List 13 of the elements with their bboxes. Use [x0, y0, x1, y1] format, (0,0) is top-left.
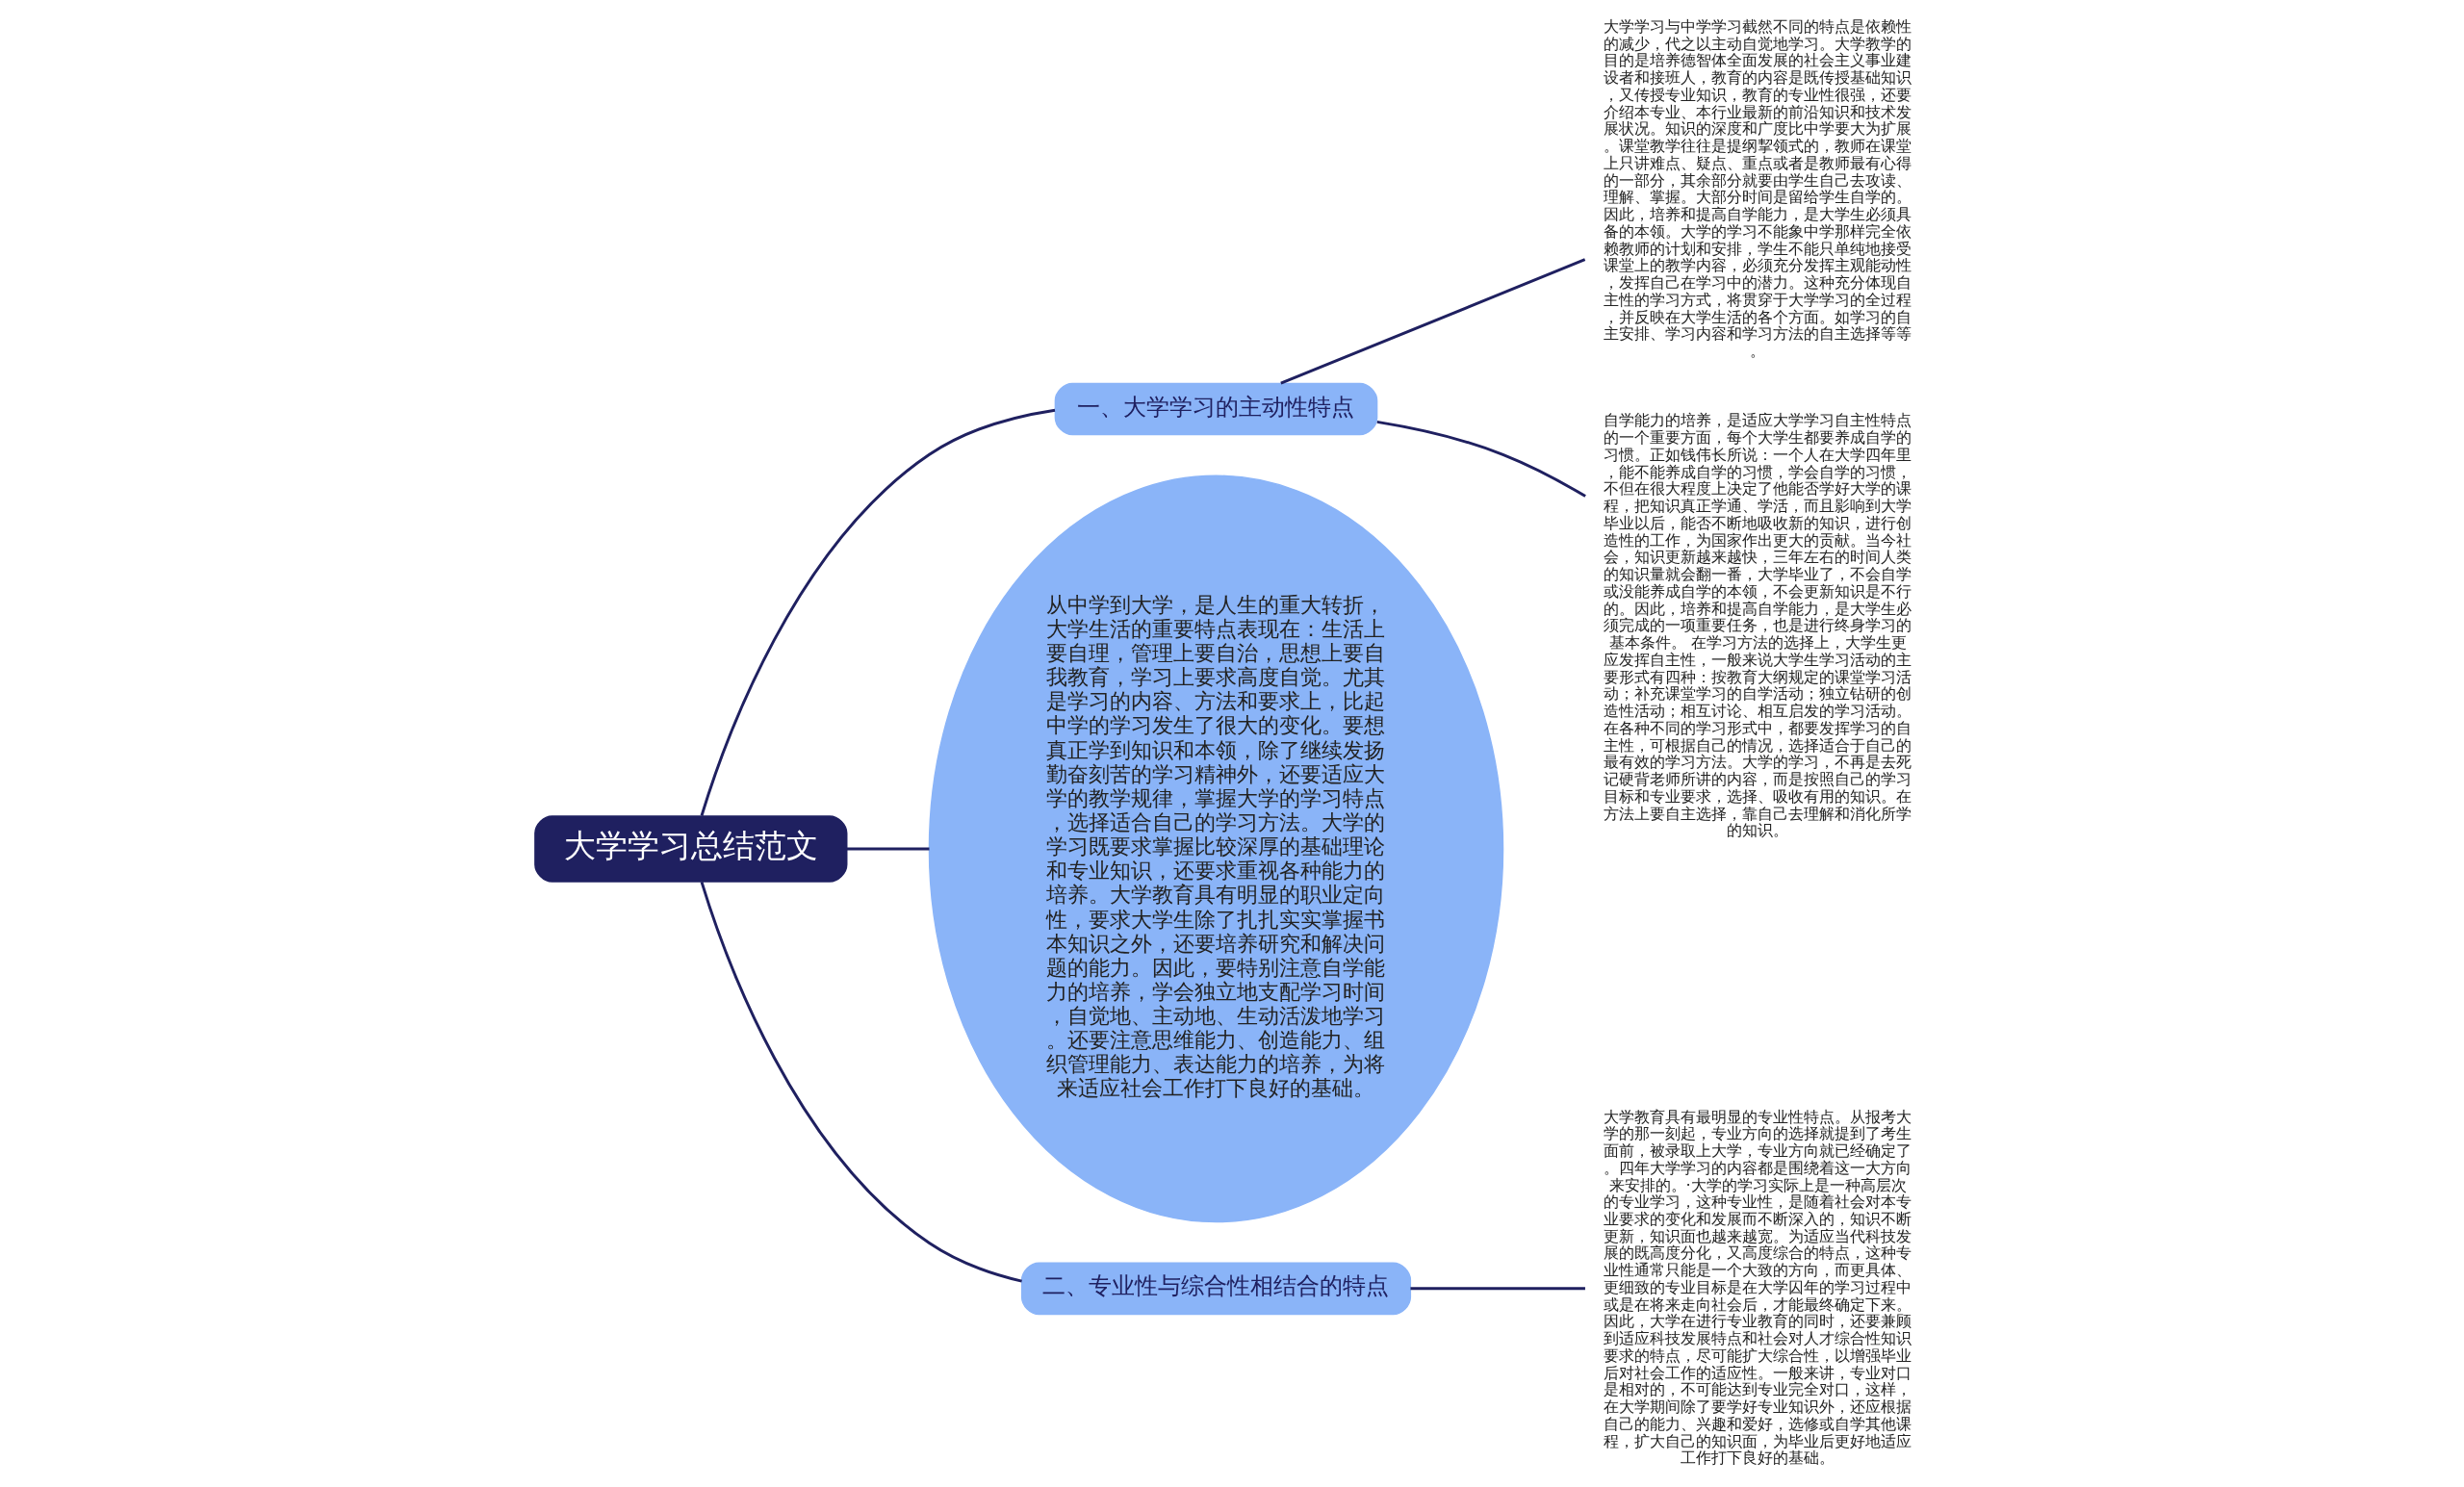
connector — [1409, 1287, 1585, 1291]
node-box: 一、大学学习的主动性特点 — [1054, 382, 1377, 436]
connector — [700, 408, 1055, 816]
node-text: 大学学习与中学学习截然不同的特点是依赖性的减少，代之以主动自觉地学习。大学教学的目的是培养德智体全面发展的社会主义事业建设者和接班人，教育的内容是既传授基础知识，又传授专业知识，教育的专业性很强，还要介绍本专业、本行业最新的前沿知识和技术发展状况。知识的深度和广度比中学要大为扩展。课堂教学往往是提纲挈领式的，教师在课堂上只讲难点、疑点、重点或者是教师最有心得的一部分，其余部分就要由学生自己去攻读、理解、掌握。大部分时间是留给学生自学的。因此，培养和提高自学能力，是大学生必须具备的本领。大学的学习不能象中学那样完全依赖教师的计划和安排，学生不能只单纯地接受课堂上的教学内容，必须充分发挥主观能动性，发挥自己在学习中的潜力。这种充分体现自主性的学习方式，将贯穿于大学学习的全过程，并反映在大学生活的各个方面。如学习的自主安排、学习内容和学习方法的自主选择等等。 — [1603, 16, 1912, 361]
node-box: 大学学习总结范文 — [533, 815, 847, 883]
connector — [1376, 420, 1586, 498]
node-ellipse: 从中学到大学，是人生的重大转折，大学生活的重要特点表现在：生活上要自理，管理上要自治，思想上要自我教育，学习上要求高度自觉。尤其是学习的内容、方法和要求上，比起中学的学习发生了很大的变化。要想真正学到知识和本领，除了继续发扬勤奋刻苦的学习精神外，还要适应大学的教学规律，掌握大学的学习特点，选择适合自己的学习方法。大学的学习既要求掌握比较深厚的基础理论和专业知识，还要求重视各种能力的培养。大学教育具有明显的职业定向性，要求大学生除了扎扎实实掌握书本知识之外，还要培养研究和解决问题的能力。因此，要特别注意自学能力的培养，学会独立地支配学习时间，自觉地、主动地、生动活泼地学习。还要注意思维能力、创造能力、组织管理能力、表达能力的培养，为将来适应社会工作打下良好的基础。 — [928, 474, 1503, 1223]
node-text: 自学能力的培养，是适应大学学习自主性特点的一个重要方面，每个大学生都要养成自学的习惯。正如钱伟长所说：一个人在大学四年里，能不能养成自学的习惯，学会自学的习惯，不但在很大程度上决定了他能否学好大学的课程，把知识真正学通、学活，而且影响到大学毕业以后，能否不断地吸收新的知识，进行创造性的工作，为国家作出更大的贡献。当今社会，知识更新越来越快，三年左右的时间人类的知识量就会翻一番，大学毕业了，不会自学或没能养成自学的本领，不会更新知识是不行的。因此，培养和提高自学能力，是大学生必须完成的一项重要任务，也是进行终身学习的基本条件。 在学习方法的选择上，大学生更应发挥自主性，一般来说大学生学习活动的主要形式有四种：按教育大纲规定的课堂学习活动；补充课堂学习的自学活动；独立钻研的创造性活动；相互讨论、相互启发的学习活动。在各种不同的学习形式中，都要发挥学习的自主性，可根据自己的情况，选择适合于自己的最有效的学习方法。大学的学习，不再是去死记硬背老师所讲的内容，而是按照自己的学习目标和专业要求，选择、吸收有用的知识。在方法上要自主选择，靠自己去理解和消化所学的知识。 — [1603, 411, 1912, 840]
connector — [846, 847, 929, 851]
node-text: 大学教育具有最明显的专业性特点。从报考大学的那一刻起，专业方向的选择就提到了考生面前，被录取上大学，专业方向就已经确定了。四年大学学习的内容都是围绕着这一大方向来安排的。·大学的学习实际上是一种高层次的专业学习，这种专业性，是随着社会对本专业要求的变化和发展而不断深入的，知识不断更新，知识面也越来越宽。为适应当代科技发展的既高度分化，又高度综合的特点，这种专业性通常只能是一个大致的方向，而更具体、更细致的专业目标是在大学囚年的学习过程中或是在将来走向社会后，才能最终确定下来。因此，大学在进行专业教育的同时，还要兼顾到适应科技发展特点和社会对人才综合性知识要求的特点，尽可能扩大综合性，以增强毕业后对社会工作的适应性。一般来讲，专业对口是相对的，不可能达到专业完全对口，这样，在大学期间除了要学好专业知识外，还应根据自己的能力、兴趣和爱好，选修或自学其他课程，扩大自己的知识面，为毕业后更好地适应工作打下良好的基础。 — [1603, 1107, 1912, 1468]
connector — [1279, 258, 1585, 385]
node-box: 二、专业性与综合性相结合的特点 — [1020, 1262, 1411, 1316]
connector — [700, 881, 1022, 1283]
